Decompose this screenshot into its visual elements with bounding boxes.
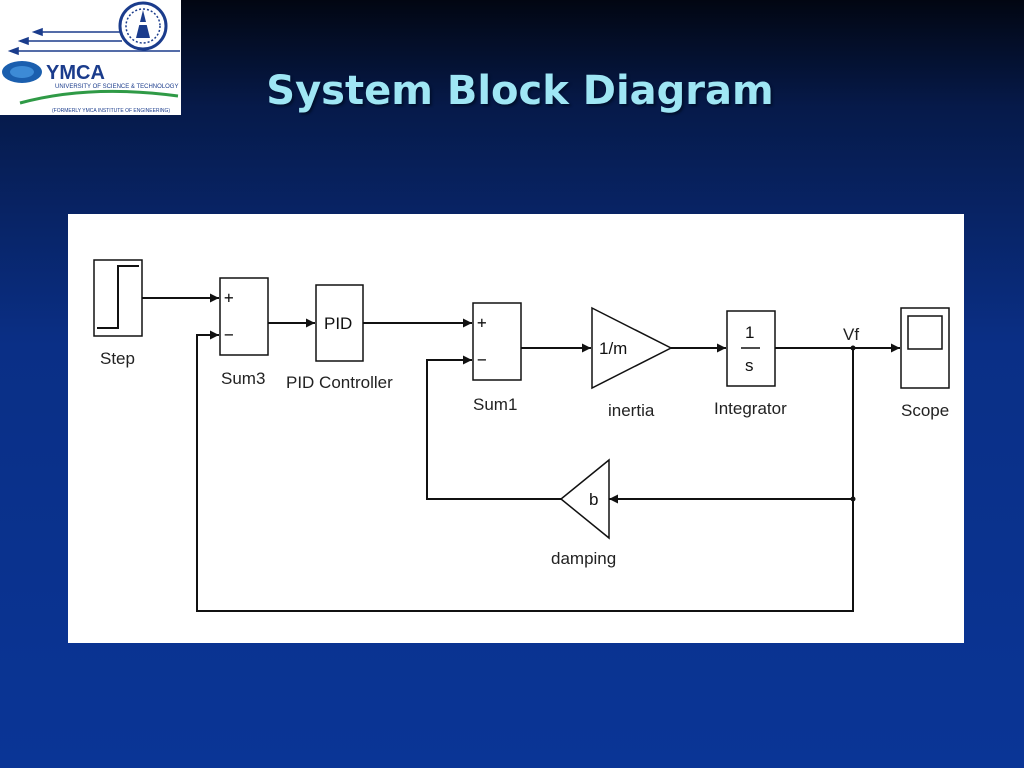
logo-name: YMCA: [46, 62, 105, 84]
logo-line1: UNIVERSITY OF SCIENCE & TECHNOLOGY: [55, 84, 178, 90]
inertia-block-text: 1/m: [599, 339, 627, 358]
integrator-numerator: 1: [745, 323, 754, 342]
slide-title: System Block Diagram: [266, 68, 774, 114]
sum1-minus-sign: −: [477, 350, 487, 369]
sum3-minus-sign: −: [224, 325, 234, 344]
branch-point: [850, 345, 856, 351]
sum3-block: + −: [219, 277, 269, 356]
scope-screen-icon: [907, 315, 943, 350]
damping-label: damping: [551, 549, 616, 568]
wire-vf-to-sum3: [196, 330, 854, 612]
sum3-label: Sum3: [221, 369, 265, 388]
step-block: [93, 259, 143, 337]
damping-gain-block: b: [559, 458, 610, 540]
integrator-label: Integrator: [714, 399, 787, 418]
logo-line2: (FORMERLY YMCA INSTITUTE OF ENGINEERING): [52, 108, 170, 114]
pid-controller-label: PID Controller: [286, 373, 393, 392]
step-icon: [97, 265, 139, 329]
sum1-label: Sum1: [473, 395, 517, 414]
pid-controller-block: PID: [315, 284, 364, 362]
scope-label: Scope: [901, 401, 949, 420]
inertia-gain-block: 1/m: [591, 306, 673, 390]
wire-damping-to-sum1: [426, 355, 561, 500]
emblem-seal: [118, 1, 168, 51]
branch-point: [850, 496, 856, 502]
integrator-denominator: s: [745, 356, 754, 375]
sum1-block: + −: [472, 302, 522, 381]
inertia-label: inertia: [608, 401, 655, 420]
vf-signal-label: Vf: [843, 325, 859, 344]
sum3-plus-sign: +: [224, 288, 234, 307]
logo-arrows: [7, 27, 180, 56]
logo-swoosh: [19, 89, 179, 105]
integrator-block: 1 s: [726, 310, 776, 387]
sum1-plus-sign: +: [477, 313, 487, 332]
pid-block-text: PID: [324, 314, 352, 333]
university-logo: YMCA UNIVERSITY OF SCIENCE & TECHNOLOGY …: [0, 0, 181, 115]
scope-block: [900, 307, 950, 389]
block-diagram: Step + − Sum3 PID PID Controller + − Sum…: [68, 214, 964, 643]
step-label: Step: [100, 349, 135, 368]
damping-block-text: b: [589, 490, 598, 509]
